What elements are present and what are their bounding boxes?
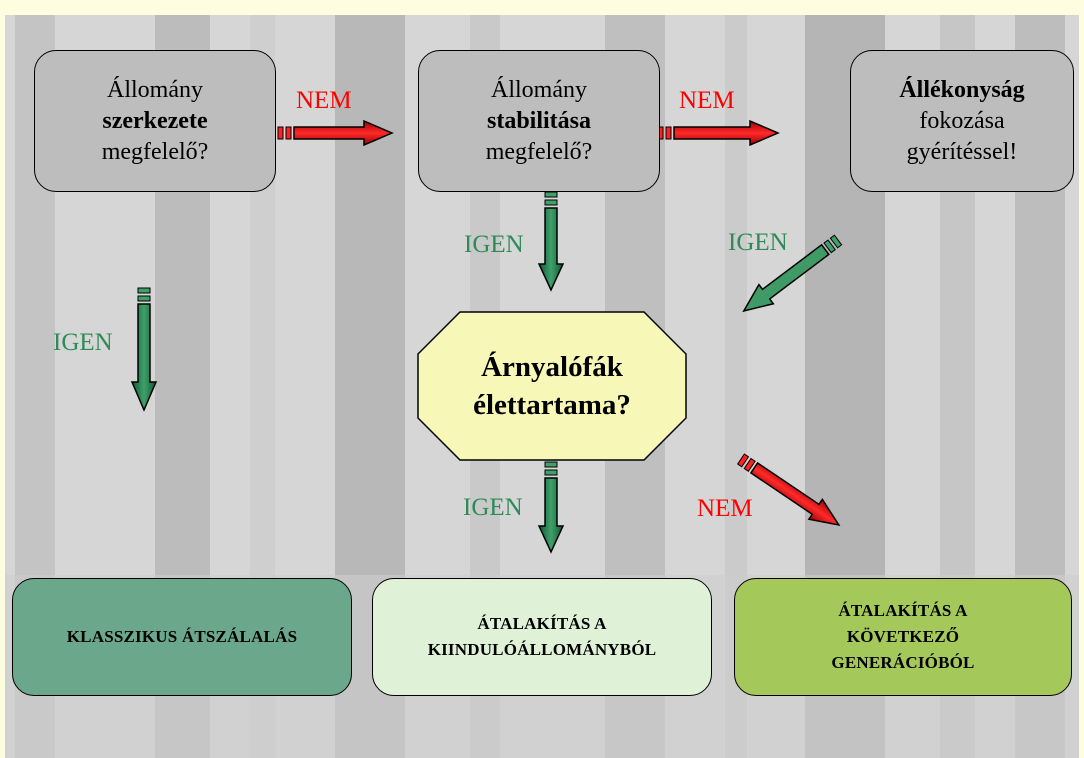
outcome-box-next-generation: Átalakítás a következő generációból <box>734 578 1072 696</box>
o3-line2: következő <box>846 627 960 646</box>
o3-line1: Átalakítás a <box>838 601 968 620</box>
center-question: Árnyalófák élettartama? <box>418 312 686 460</box>
o1-line1: Klasszikus átszálalás <box>66 627 298 646</box>
igen-label-4: IGEN <box>463 494 523 521</box>
q2-line3: megfelelő? <box>485 138 593 165</box>
igen-label-3: IGEN <box>728 229 788 256</box>
question-box-stability: Állomány stabilitása megfelelő? <box>418 50 660 192</box>
center-line1: Árnyalófák <box>481 351 623 383</box>
nem-label-1: NEM <box>296 87 352 114</box>
nem-label-2: NEM <box>679 87 735 114</box>
nem-arrow-1 <box>277 119 394 147</box>
q2-line2: stabilitása <box>486 107 591 134</box>
igen-arrow-2 <box>537 191 565 292</box>
igen-label-2: IGEN <box>464 231 524 258</box>
o3-line3: generációból <box>831 653 975 672</box>
center-octagon-shape <box>417 311 687 461</box>
igen-label-1: IGEN <box>53 329 113 356</box>
q1-line3: megfelelő? <box>101 138 209 165</box>
q1-line1: Állomány <box>106 76 203 103</box>
igen-arrow-4 <box>537 461 565 554</box>
q1-line2: szerkezete <box>102 107 208 134</box>
o2-line2: kiindulóállományból <box>427 640 657 659</box>
outcome-box-initial-stand: Átalakítás a kiindulóállományból <box>372 578 712 696</box>
nem-label-3: NEM <box>697 495 753 522</box>
outcome-box-classic: Klasszikus átszálalás <box>12 578 352 696</box>
igen-arrow-3 <box>742 234 843 313</box>
action-box-thinning: Állékonyság fokozása gyérítéssel! <box>850 50 1074 192</box>
q3-line1: Állékonyság <box>899 76 1025 103</box>
o2-line1: Átalakítás a <box>477 614 607 633</box>
question-box-structure: Állomány szerkezete megfelelő? <box>34 50 276 192</box>
q3-line3: gyérítéssel! <box>906 138 1018 165</box>
nem-arrow-3 <box>736 453 841 527</box>
igen-arrow-1 <box>130 287 158 412</box>
center-line2: élettartama? <box>473 389 631 421</box>
q2-line1: Állomány <box>490 76 587 103</box>
q3-line2: fokozása <box>919 107 1005 134</box>
nem-arrow-2 <box>657 119 780 147</box>
